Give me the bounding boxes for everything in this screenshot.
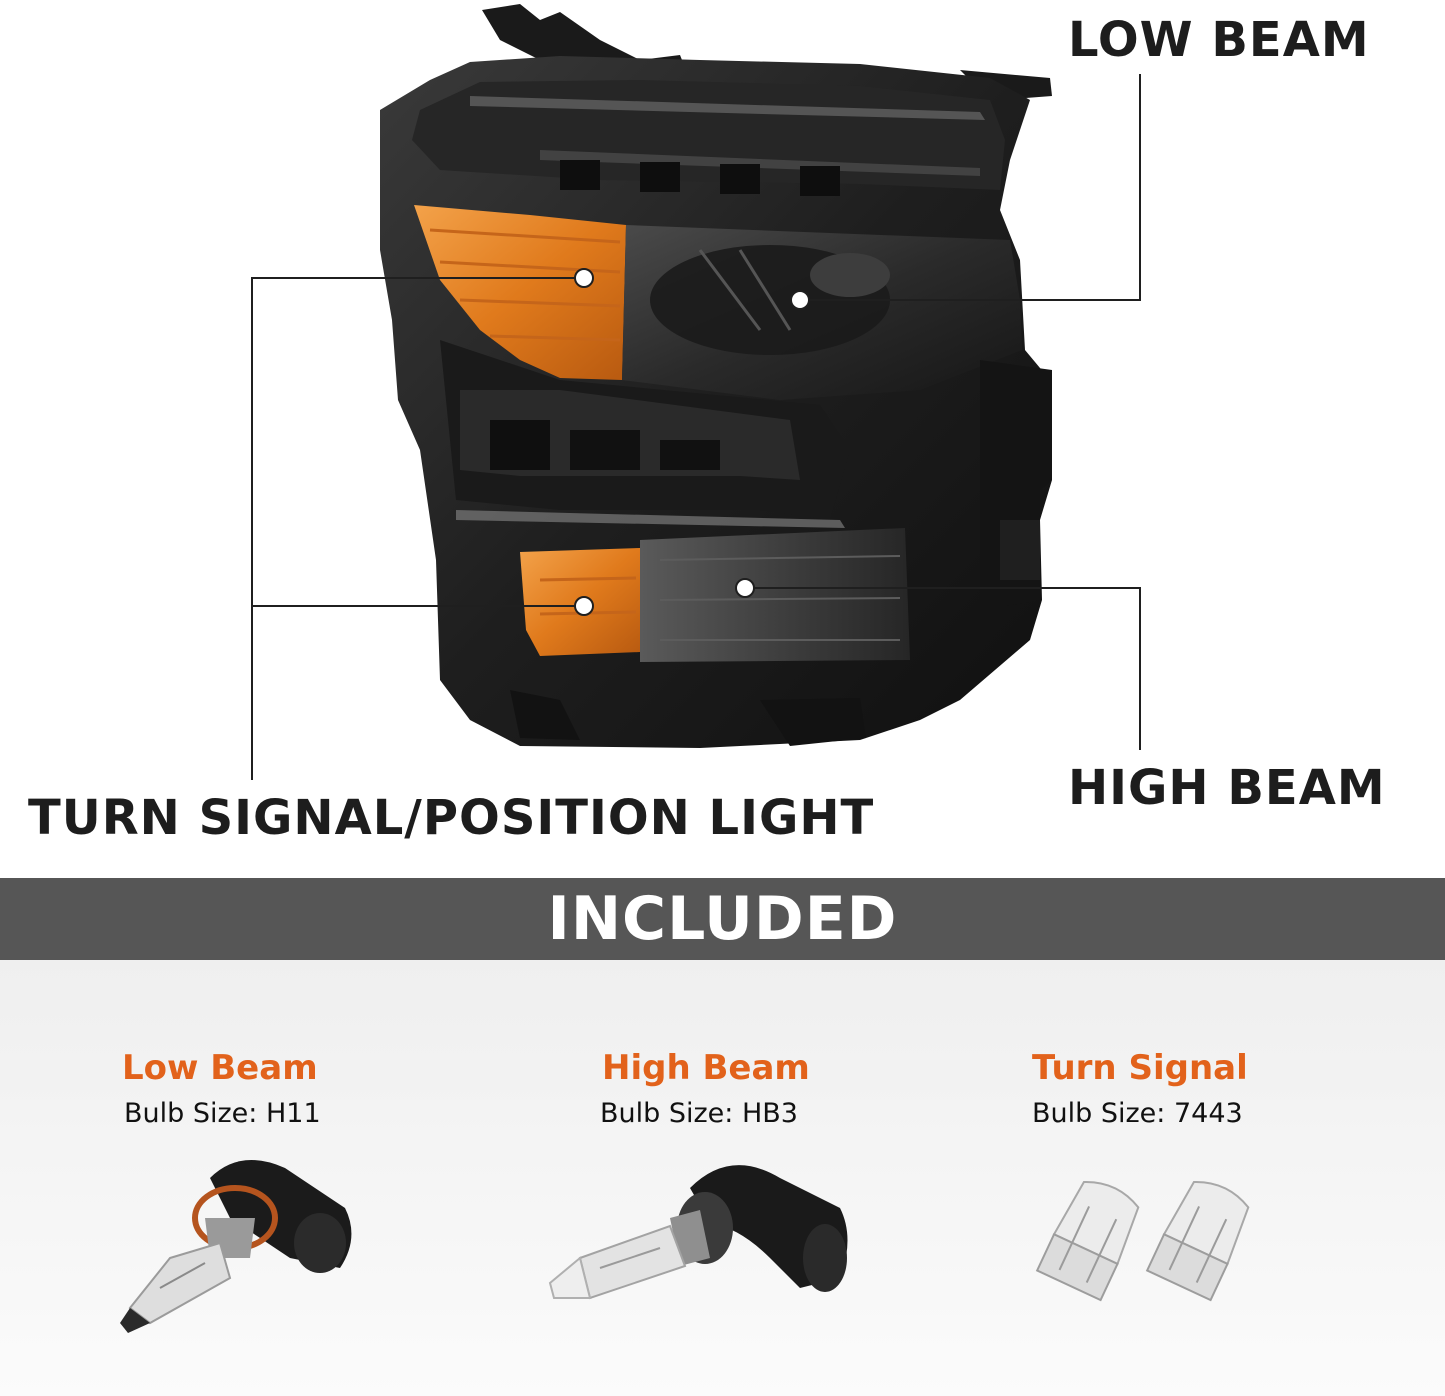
high-beam-callout: HIGH BEAM: [1068, 760, 1386, 816]
bulb-name: Low Beam: [122, 1048, 318, 1088]
bulb-size: Bulb Size: HB3: [600, 1098, 798, 1129]
included-bulbs-section: Low Beam Bulb Size: H11 High Beam Bulb S…: [0, 960, 1445, 1396]
low-beam-callout: LOW BEAM: [1068, 12, 1370, 68]
hb3-bulb-icon: [548, 1165, 848, 1300]
7443-bulb-icon: [1035, 1181, 1250, 1302]
bulb-size: Bulb Size: H11: [124, 1098, 321, 1129]
bulb-name: High Beam: [602, 1048, 810, 1088]
bulb-item-low-beam: Low Beam Bulb Size: H11: [0, 960, 420, 1396]
bulb-item-turn-signal: Turn Signal Bulb Size: 7443: [910, 960, 1330, 1396]
headlight-assembly-image: [251, 4, 1141, 780]
bulb-item-high-beam: High Beam Bulb Size: HB3: [480, 960, 900, 1396]
turn-signal-callout: TURN SIGNAL/POSITION LIGHT: [28, 790, 875, 846]
bulb-name: Turn Signal: [1032, 1048, 1248, 1088]
h11-bulb-icon: [120, 1160, 352, 1333]
included-title: INCLUDED: [547, 884, 898, 954]
included-banner: INCLUDED: [0, 878, 1445, 960]
bulb-size: Bulb Size: 7443: [1032, 1098, 1243, 1129]
product-showcase: LOW BEAM HIGH BEAM TURN SIGNAL/POSITION …: [28, 4, 1386, 846]
